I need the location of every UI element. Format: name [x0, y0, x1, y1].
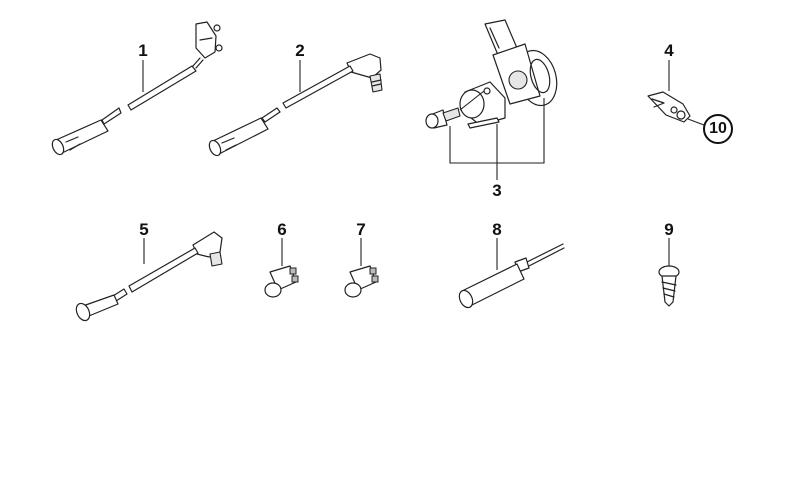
callout-9: 9: [664, 220, 674, 239]
part-6-switch-drawing: [264, 238, 299, 298]
part-1-cable-drawing: [51, 21, 223, 156]
callout-10: 10: [709, 120, 727, 137]
callout-3: 3: [492, 181, 502, 200]
part-2-cable-drawing: [208, 53, 383, 157]
callout-7: 7: [356, 220, 366, 239]
part-7-switch-drawing: [344, 238, 379, 298]
callout-2: 2: [295, 41, 305, 60]
callout-1: 1: [138, 41, 148, 60]
callout-5: 5: [139, 220, 149, 239]
part-4-clip-drawing: [647, 60, 705, 126]
callout-6: 6: [277, 220, 287, 239]
part-5-cable-drawing: [75, 231, 223, 322]
callout-10-circle: 10: [703, 114, 733, 144]
callout-4: 4: [664, 41, 674, 60]
part-3-sensor-assembly-drawing: [425, 19, 558, 180]
part-9-screw-drawing: [658, 238, 680, 307]
part-8-sensor-drawing: [458, 238, 565, 309]
callout-8: 8: [492, 220, 502, 239]
